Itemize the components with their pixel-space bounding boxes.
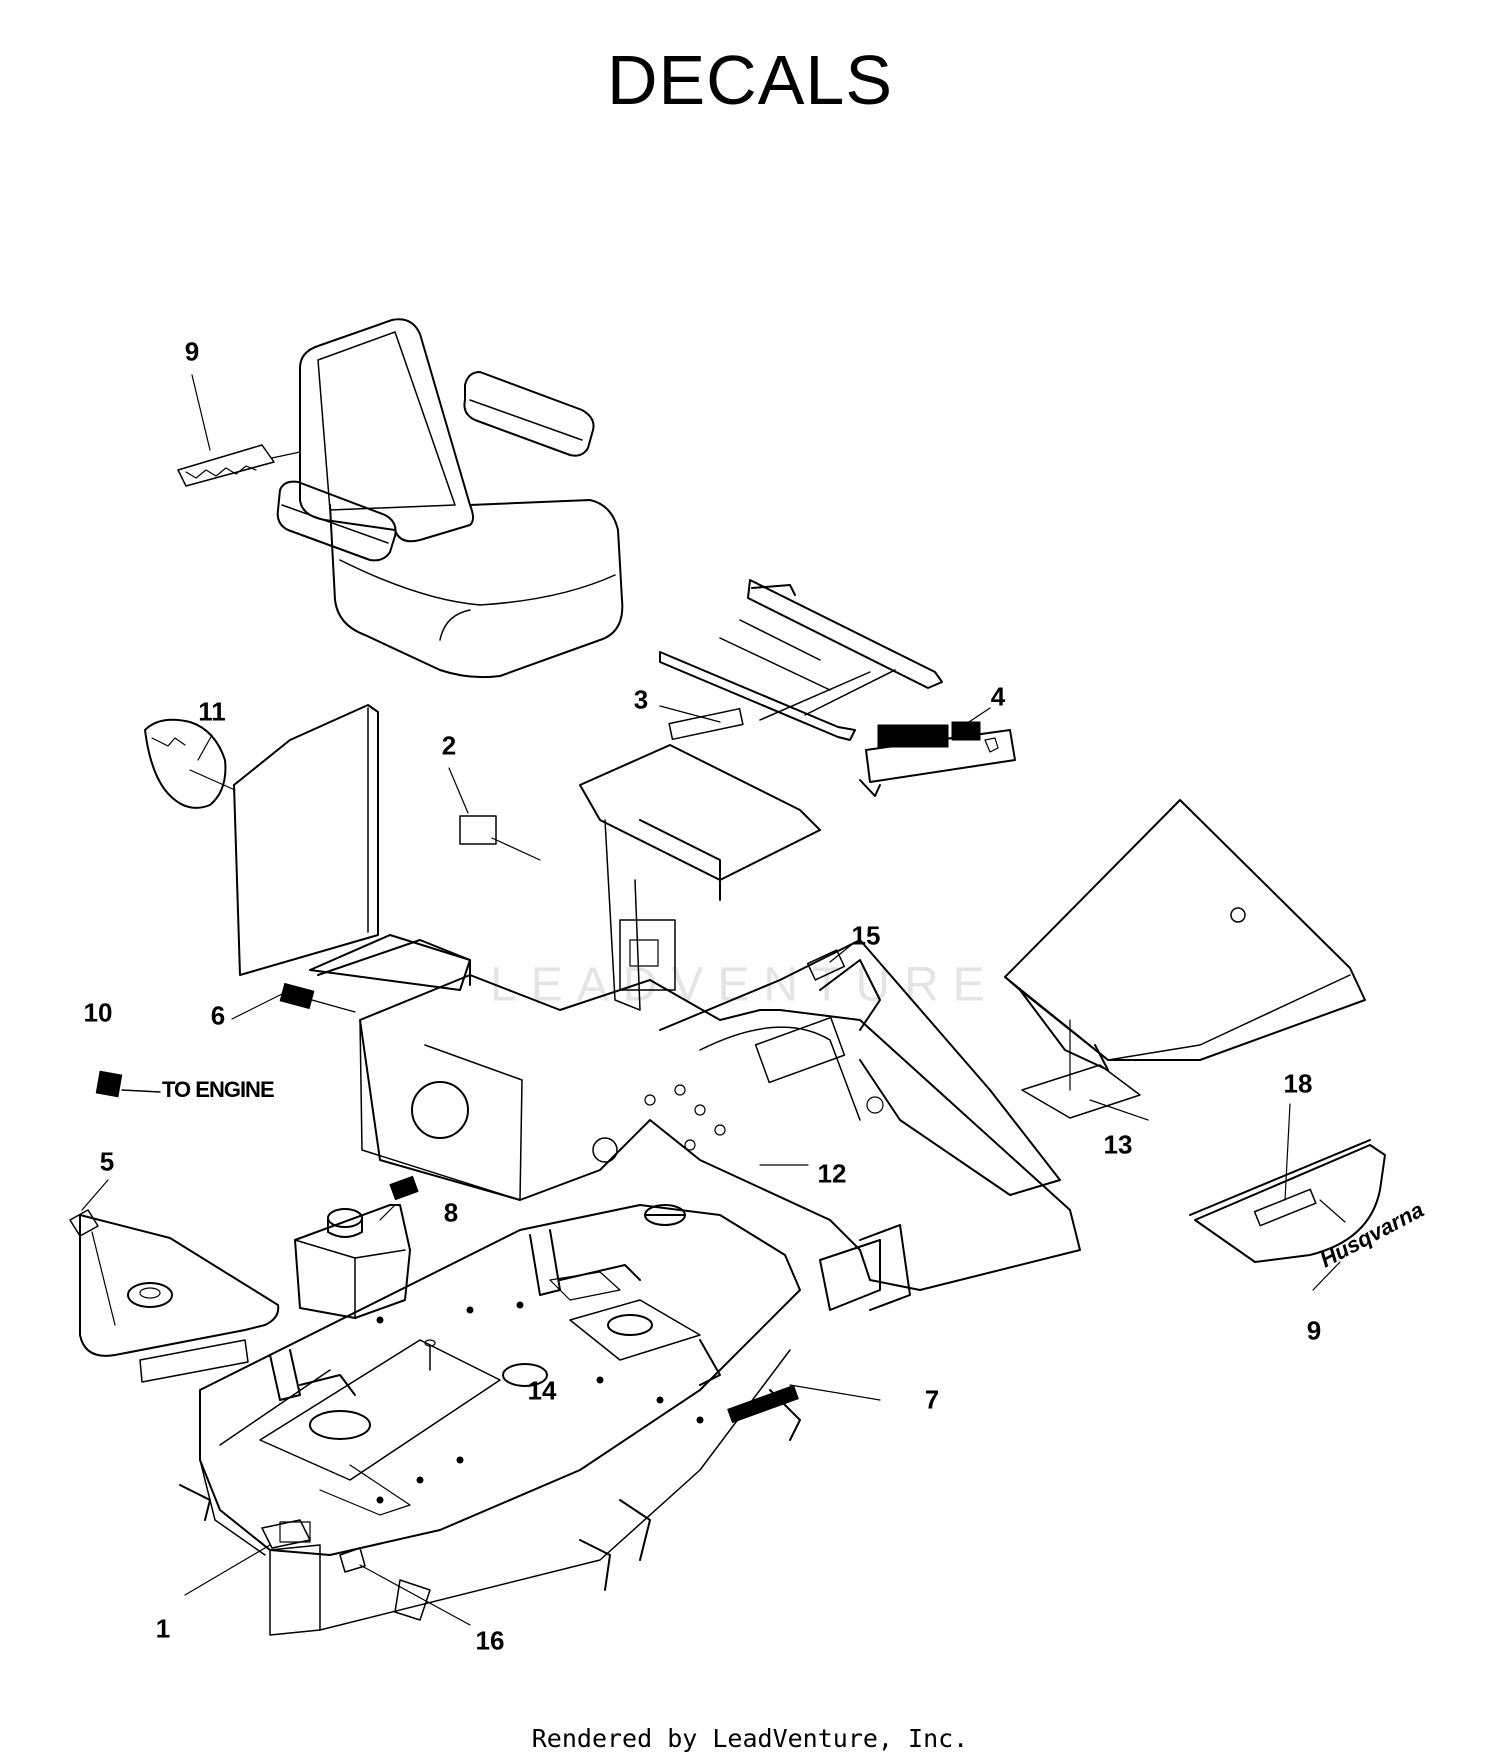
callout-6: 6 <box>210 1000 226 1031</box>
seat <box>178 319 622 677</box>
fuel-tank <box>295 1176 418 1318</box>
callout-5: 5 <box>99 1146 115 1177</box>
callout-1: 1 <box>155 1613 171 1644</box>
decal-10 <box>96 1071 160 1096</box>
callout-2: 2 <box>441 730 457 761</box>
right-fender <box>1005 800 1365 1118</box>
callout-9-guard: 9 <box>1306 1315 1322 1346</box>
callout-16: 16 <box>475 1625 505 1656</box>
main-frame <box>280 745 1080 1310</box>
left-side-panel <box>145 705 378 975</box>
callout-8: 8 <box>443 1197 459 1228</box>
footer-credit: Rendered by LeadVenture, Inc. <box>531 1724 969 1753</box>
callout-9-seat: 9 <box>184 336 200 367</box>
to-engine-note: TO ENGINE <box>162 1077 275 1102</box>
callout-15: 15 <box>851 920 881 951</box>
leader-lines <box>82 375 1340 1290</box>
callout-18: 18 <box>1283 1068 1313 1099</box>
seat-mount-brackets <box>660 580 1015 796</box>
mower-deck <box>180 1205 880 1635</box>
battery-cover <box>70 1210 278 1382</box>
callout-12: 12 <box>817 1158 847 1189</box>
callout-3: 3 <box>633 684 649 715</box>
page-title: DECALS <box>606 41 894 119</box>
watermark: LEADVENTURE <box>490 958 999 1012</box>
callout-13: 13 <box>1103 1129 1133 1160</box>
callout-10: 10 <box>83 997 113 1028</box>
callout-4: 4 <box>990 681 1006 712</box>
callout-11: 11 <box>198 696 226 727</box>
callout-14: 14 <box>527 1375 557 1406</box>
callout-7: 7 <box>924 1384 940 1415</box>
rear-guard <box>1190 1140 1385 1262</box>
